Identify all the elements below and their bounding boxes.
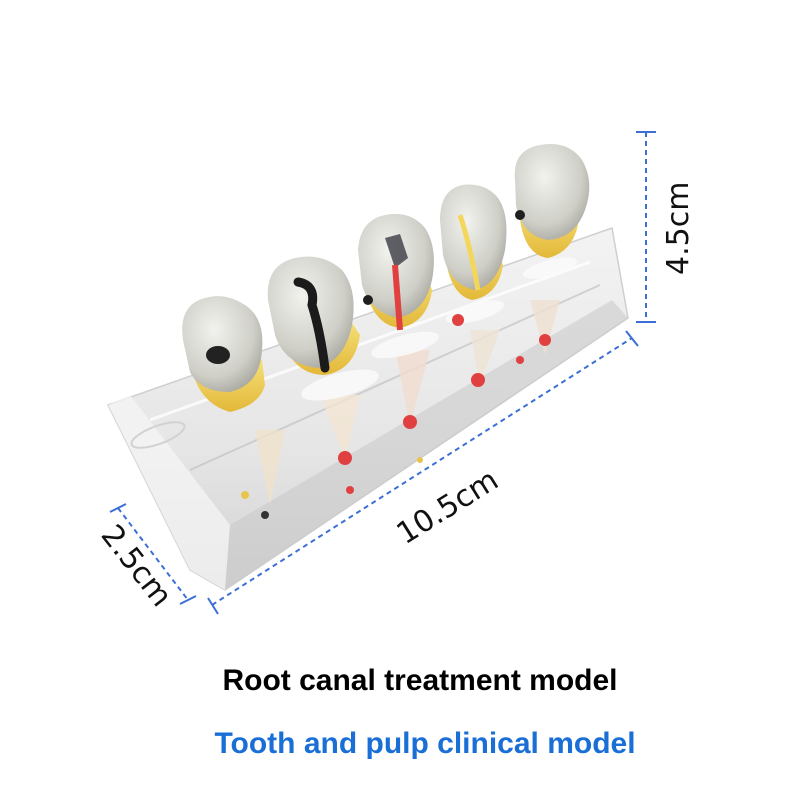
- caries-spot: [206, 346, 230, 364]
- tooth-1: [182, 296, 265, 412]
- tooth-5: [514, 144, 590, 279]
- height-label: 4.5cm: [661, 182, 696, 275]
- caption-title: Root canal treatment model: [222, 664, 618, 697]
- pulp-dot: [338, 451, 352, 465]
- tooth-3: [358, 213, 439, 359]
- pulp-dot: [403, 415, 417, 429]
- height-dimension: 4.5cm: [636, 131, 696, 323]
- pulp-canal: [392, 264, 403, 331]
- length-label: 10.5cm: [391, 462, 505, 551]
- pulp-dot: [539, 334, 551, 346]
- caption-subtitle: Tooth and pulp clinical model: [214, 727, 636, 760]
- roots: [241, 300, 560, 519]
- pulp-dot: [471, 373, 485, 387]
- tooth-4: [440, 184, 507, 326]
- tooth-2: [267, 256, 379, 401]
- caries-tract: [293, 277, 330, 373]
